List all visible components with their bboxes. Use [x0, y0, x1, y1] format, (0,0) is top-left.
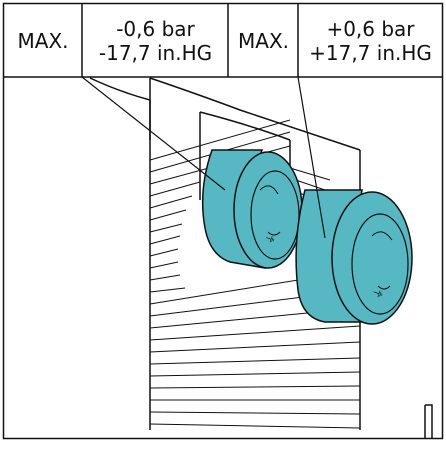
leader-line-left	[81, 76, 226, 191]
svg-text:⏚: ⏚	[371, 286, 387, 301]
left-bar-value: -0,6 bar	[116, 16, 195, 41]
label-cell-right-values: +0,6 bar +17,7 in.HG	[299, 4, 442, 77]
left-inhg-value: -17,7 in.HG	[98, 40, 213, 65]
label-cell-left-max: MAX.	[4, 4, 82, 77]
label-cell-left-values: -0,6 bar -17,7 in.HG	[83, 4, 228, 77]
svg-text:⏚: ⏚	[264, 233, 279, 247]
leader-line-right	[297, 76, 326, 239]
left-max-label: MAX.	[17, 28, 69, 53]
left-gauge: ⏚	[201, 149, 303, 269]
label-cell-right-max: MAX.	[229, 4, 298, 77]
right-inhg-value: +17,7 in.HG	[309, 40, 432, 65]
right-max-label: MAX.	[238, 28, 289, 53]
frame-border	[2, 2, 444, 440]
right-bar-value: +0,6 bar	[326, 16, 415, 41]
right-gauge: ⏚	[295, 189, 413, 325]
